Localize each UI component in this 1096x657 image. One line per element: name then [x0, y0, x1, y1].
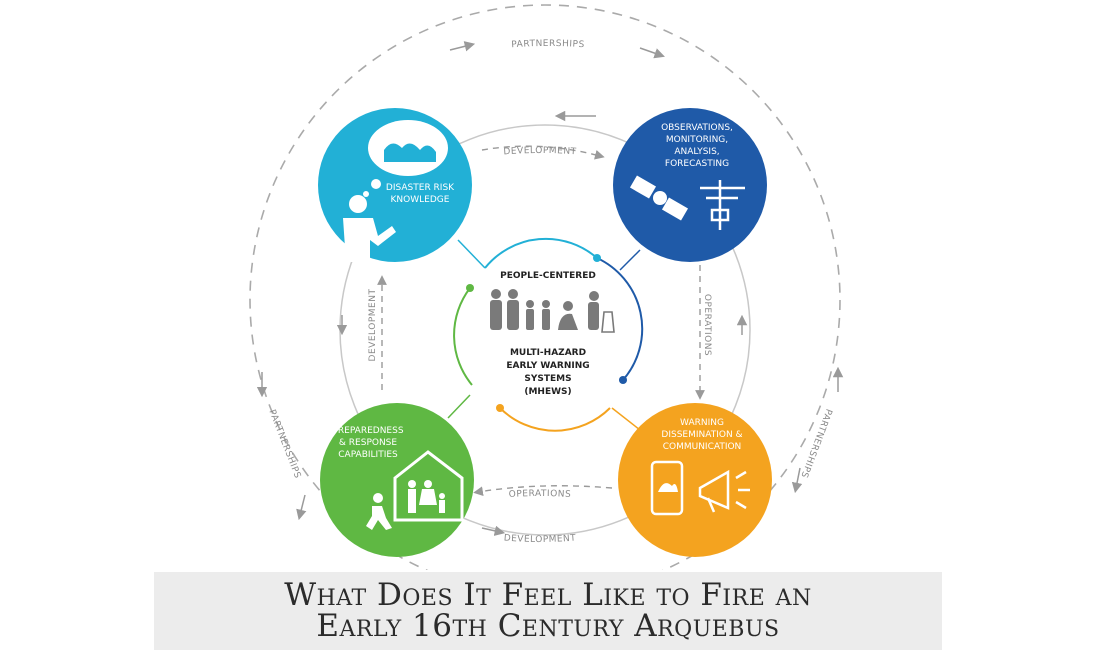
mhews-diagram: PARTNERSHIPS DEVELOPMENT DEVELOPMENT OPE… [249, 4, 844, 570]
svg-text:DISSEMINATION &: DISSEMINATION & [661, 430, 742, 440]
waves-icon [384, 143, 436, 162]
operations-bottom-label: OPERATIONS [508, 489, 571, 500]
svg-text:WARNING: WARNING [680, 418, 724, 428]
phone-icon [650, 460, 684, 516]
family-icon [408, 480, 445, 513]
partnerships-left-label: PARTNERSHIPS [266, 408, 302, 480]
svg-text:& RESPONSE: & RESPONSE [339, 438, 397, 448]
svg-text:KNOWLEDGE: KNOWLEDGE [391, 195, 450, 205]
node-preparedness: PREPAREDNESS & RESPONSE CAPABILITIES [320, 403, 474, 557]
node-warning-dissemination: WARNING DISSEMINATION & COMMUNICATION [618, 403, 772, 557]
caption-title-line-1: What Does It Feel Like to Fire an [284, 577, 812, 613]
operations-right-label: OPERATIONS [702, 294, 712, 356]
center-arc-green [453, 287, 473, 386]
running-person-icon [366, 493, 392, 530]
ops-bottom-connector [473, 485, 613, 497]
svg-text:ANALYSIS,: ANALYSIS, [674, 147, 719, 157]
caption-banner: What Does It Feel Like to Fire an Early … [154, 572, 942, 650]
center-line-3: SYSTEMS [524, 374, 571, 384]
center-arc-blue [596, 257, 644, 381]
svg-text:COMMUNICATION: COMMUNICATION [663, 442, 742, 452]
svg-text:PREPAREDNESS: PREPAREDNESS [332, 426, 403, 436]
svg-text:DISASTER RISK: DISASTER RISK [386, 183, 455, 193]
caption-title-line-2: Early 16th Century Arquebus [316, 608, 780, 644]
svg-text:MONITORING,: MONITORING, [666, 135, 728, 145]
house-icon [393, 450, 464, 522]
partnerships-ring [249, 4, 841, 570]
development-top-label: DEVELOPMENT [503, 146, 577, 157]
dev-top-connector [481, 145, 605, 160]
svg-text:OBSERVATIONS,: OBSERVATIONS, [661, 123, 733, 133]
svg-text:FORECASTING: FORECASTING [665, 159, 729, 169]
ring-arrow [296, 494, 307, 521]
person-body-icon [343, 218, 396, 262]
satellite-icon [629, 175, 689, 221]
people-icon [490, 289, 615, 333]
node-disaster-risk-knowledge: DISASTER RISK KNOWLEDGE [318, 108, 472, 262]
center-arc-orange [499, 407, 611, 432]
development-left-label: DEVELOPMENT [368, 289, 378, 362]
ring-arrow [639, 47, 665, 59]
center-line-1: MULTI-HAZARD [510, 348, 586, 358]
svg-text:CAPABILITIES: CAPABILITIES [338, 450, 398, 460]
center-arc-cyan [484, 237, 598, 269]
center-top-label: PEOPLE-CENTERED [500, 271, 596, 281]
weather-station-icon [700, 180, 745, 230]
partnerships-top-label: PARTNERSHIPS [511, 39, 585, 50]
center-line-4: (MHEWS) [524, 387, 571, 397]
ring-arrow [791, 467, 803, 494]
development-bottom-label: DEVELOPMENT [503, 533, 576, 545]
megaphone-icon [698, 469, 750, 513]
ring-arrow [481, 525, 506, 536]
ring-arrow [449, 41, 476, 52]
node-observations: OBSERVATIONS, MONITORING, ANALYSIS, FORE… [613, 108, 767, 262]
person-head-icon [349, 195, 367, 213]
center-line-2: EARLY WARNING [506, 361, 589, 371]
